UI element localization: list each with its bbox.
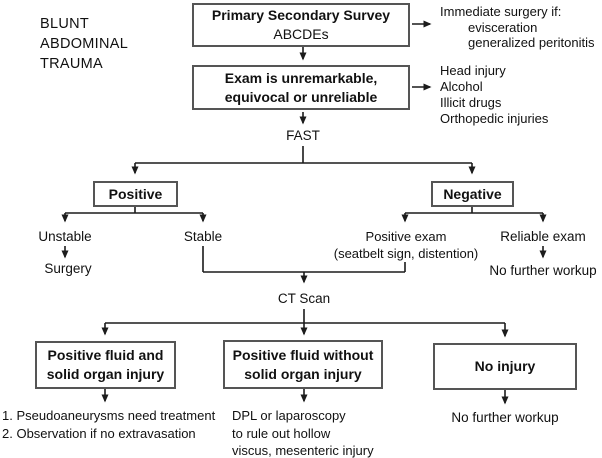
node-ct-scan: CT Scan xyxy=(277,291,331,306)
note-item: 1. Pseudoaneurysms need treatment xyxy=(2,408,216,423)
node-label-line: Positive exam xyxy=(365,229,447,244)
node-exam-unremarkable: Exam is unremarkable, equivocal or unrel… xyxy=(192,65,410,110)
node-label-line: (seatbelt sign, distention) xyxy=(333,245,479,261)
node-label-line: Positive fluid and xyxy=(47,347,164,363)
node-label-line: solid organ injury xyxy=(46,366,165,382)
diagram-title: BLUNT ABDOMINAL TRAUMA xyxy=(40,14,170,74)
node-label-line: Primary Secondary Survey xyxy=(211,7,391,23)
node-label-line: Exam is unremarkable, xyxy=(224,69,378,86)
node-surgery: Surgery xyxy=(44,261,92,276)
node-fluid-and-solid-organ-injury: Positive fluid and solid organ injury xyxy=(35,341,176,389)
node-no-further-workup-no-injury: No further workup xyxy=(451,410,559,425)
note-item: to rule out hollow xyxy=(232,425,331,441)
note-item: evisceration xyxy=(468,19,538,35)
note-heading: Immediate surgery if: xyxy=(440,4,562,19)
node-label-line: equivocal or unreliable xyxy=(224,88,378,105)
note-item: viscus, mesenteric injury xyxy=(232,443,374,458)
node-fast-negative: Negative xyxy=(431,181,514,207)
node-label-line: solid organ injury xyxy=(244,365,362,382)
node-reliable-exam: Reliable exam xyxy=(500,229,586,244)
note-item: Illicit drugs xyxy=(440,95,502,110)
node-positive-exam: Positive exam (seatbelt sign, distention… xyxy=(300,229,512,262)
note-item: generalized peritonitis xyxy=(468,35,595,50)
node-unstable: Unstable xyxy=(38,229,92,244)
note-item: 2. Observation if no extravasation xyxy=(2,425,196,441)
note-immediate-surgery: Immediate surgery if: evisceration gener… xyxy=(440,4,594,51)
node-fast-positive: Positive xyxy=(93,181,178,207)
node-primary-secondary-survey: Primary Secondary Survey ABCDEs xyxy=(192,3,410,47)
note-item: DPL or laparoscopy xyxy=(232,408,346,423)
title-line: BLUNT xyxy=(40,16,90,32)
node-label-line: Positive fluid without xyxy=(232,346,374,363)
title-line: ABDOMINAL xyxy=(40,36,129,52)
note-item: Orthopedic injuries xyxy=(440,111,549,126)
node-fluid-without-solid-organ-injury: Positive fluid without solid organ injur… xyxy=(223,340,383,389)
node-fast: FAST xyxy=(286,128,320,143)
node-no-further-workup-negative: No further workup xyxy=(489,263,597,278)
title-line: TRAUMA xyxy=(40,56,104,72)
note-exam-confounders: Head injury Alcohol Illicit drugs Orthop… xyxy=(440,63,548,127)
node-label-line: ABCDEs xyxy=(273,26,329,42)
node-no-injury: No injury xyxy=(433,343,577,390)
note-dpl-laparoscopy: DPL or laparoscopy to rule out hollow vi… xyxy=(232,407,374,458)
note-item: Alcohol xyxy=(440,79,483,94)
node-stable: Stable xyxy=(183,229,223,244)
note-item: Head injury xyxy=(440,63,506,78)
note-fluid-solid-management: 1. Pseudoaneurysms need treatment 2. Obs… xyxy=(2,407,215,442)
